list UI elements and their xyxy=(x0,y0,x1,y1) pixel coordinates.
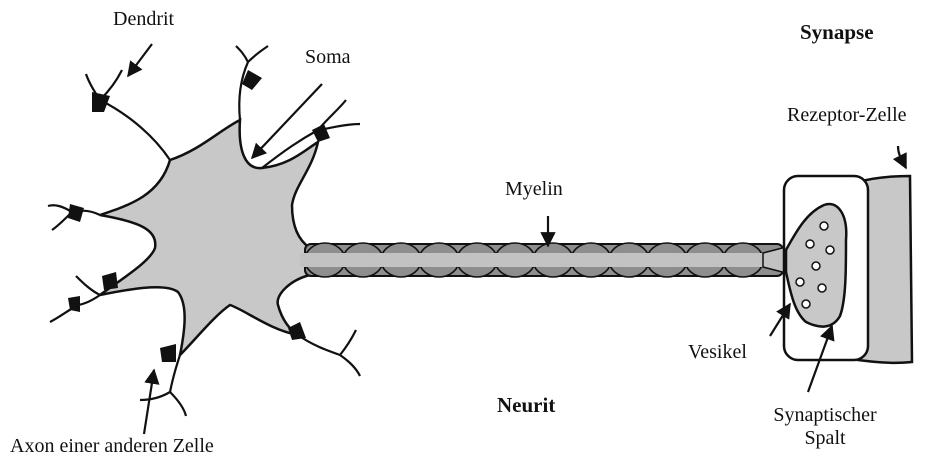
label-synaptischer-line2: Spalt xyxy=(755,427,895,450)
myelin-sheath xyxy=(300,243,790,277)
label-synaptischer-spalt: Synaptischer Spalt xyxy=(755,404,895,450)
label-synapse: Synapse xyxy=(800,20,874,45)
soma-body xyxy=(100,120,318,355)
label-axon: Axon einer anderen Zelle xyxy=(10,435,214,458)
label-rezeptor-zelle: Rezeptor-Zelle xyxy=(787,104,907,127)
label-vesikel: Vesikel xyxy=(688,341,747,364)
label-synaptischer-line1: Synaptischer xyxy=(755,404,895,427)
label-dendrit: Dendrit xyxy=(113,8,174,31)
label-soma: Soma xyxy=(305,46,351,69)
label-myelin: Myelin xyxy=(505,178,563,201)
label-neurit: Neurit xyxy=(497,393,555,418)
